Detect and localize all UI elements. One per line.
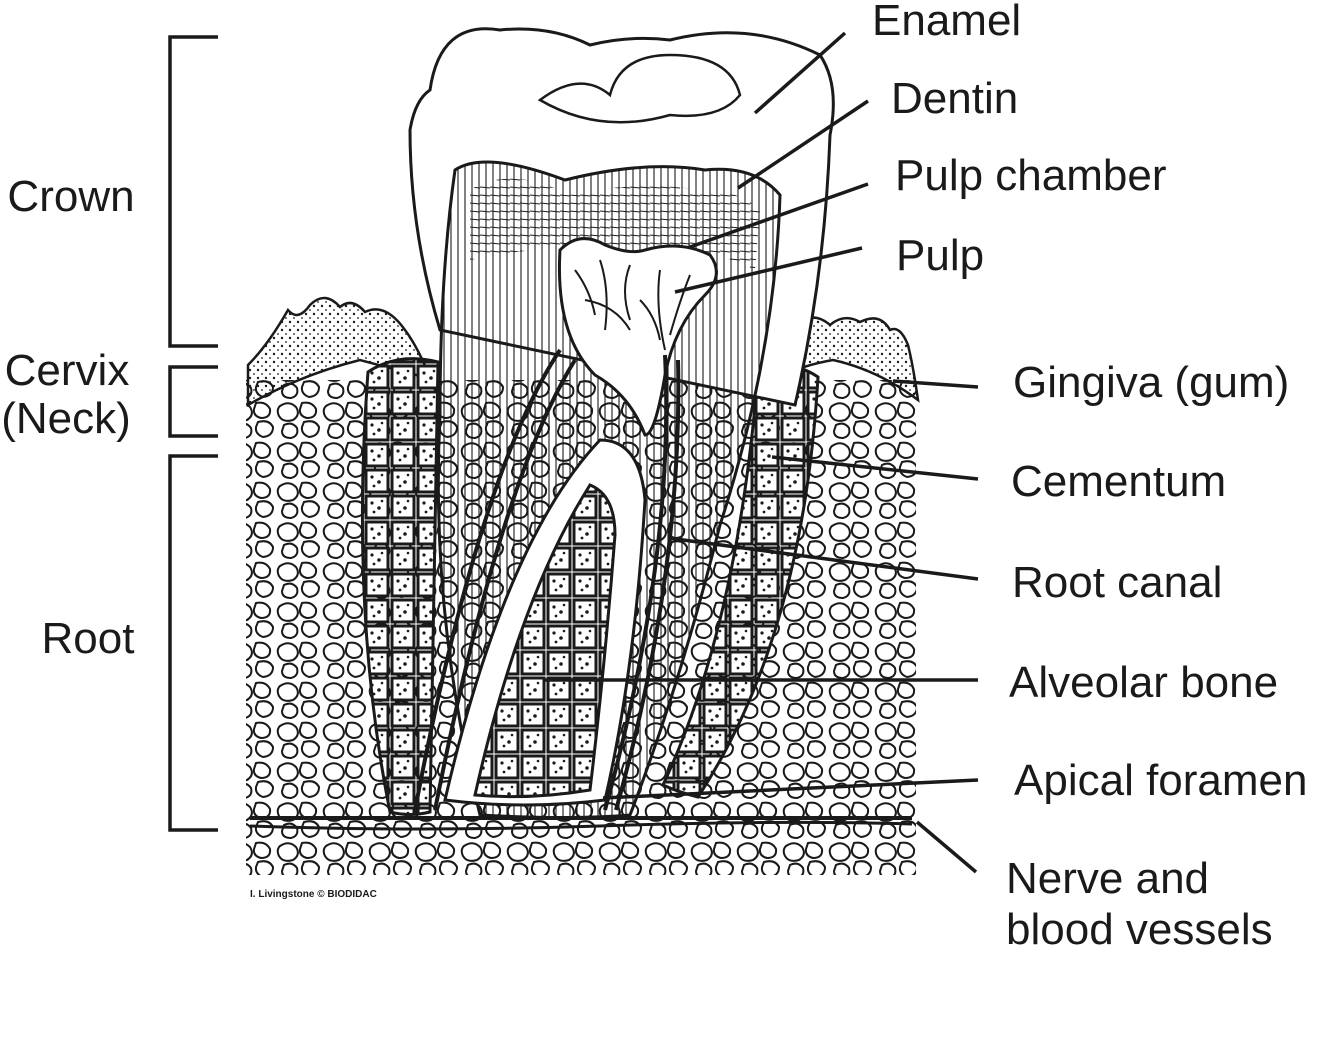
root-canal-label: Root canal [1012,558,1222,607]
root-canal-left [413,348,577,811]
enamel-cusp-groove [537,53,742,124]
crown-label: Crown [7,172,134,221]
root-canal-leader [667,536,979,581]
pulp-label: Pulp [896,231,984,280]
pulp-chamber-label: Pulp chamber [895,151,1166,200]
cementum-right-socket [661,364,820,799]
pulp-tissue [574,259,691,351]
neck-label: (Neck) [1,394,131,443]
root-canal-right [603,354,681,811]
root-label: Root [42,614,135,663]
crown-bracket [168,35,218,348]
nerve-leader [915,820,978,874]
cementum-leader [771,455,979,481]
dentin-leader [737,99,869,190]
interradicular-cementum [473,483,617,799]
enamel-leader [753,31,847,115]
pulp-leader [674,246,863,294]
cervix-label: Cervix [5,346,130,395]
apical-foramen-leader [602,778,979,800]
nerve-label-line2: blood vessels [1006,905,1273,954]
gingiva-left [246,296,437,408]
nerve-label-line1: Nerve and [1006,854,1209,903]
apical-foramen-label: Apical foramen [1014,756,1307,805]
credit-text: I. Livingstone © BIODIDAC [250,889,377,900]
pulp-chamber [557,237,718,437]
cementum-left-socket [360,357,440,816]
pulp-chamber-leader [689,182,869,249]
gingiva-leader [892,379,979,389]
alveolar-bone-label: Alveolar bone [1009,658,1278,707]
cementum-label: Cementum [1011,457,1226,506]
cervix-bracket [168,365,218,438]
leader-lines [545,31,979,874]
nerve-blood-vessel-band [249,816,913,831]
enamel-label: Enamel [872,0,1021,45]
root-bracket [168,454,218,832]
dentin-label: Dentin [891,74,1018,123]
gingiva-label: Gingiva (gum) [1013,358,1289,407]
